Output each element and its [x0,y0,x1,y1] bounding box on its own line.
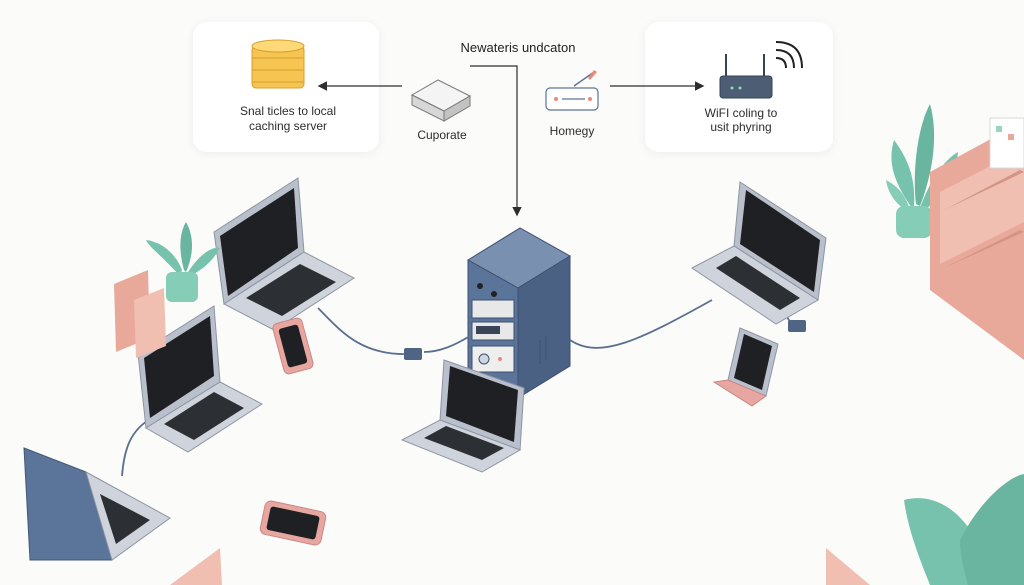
diagram-title: Newateris undcaton [460,40,576,55]
tablet-right [712,327,779,407]
cable-left [317,307,411,355]
laptop-center [400,359,525,473]
laptop-bottom-left [23,447,171,561]
bottom-decor [170,474,1024,585]
arrow-to-server [470,65,522,217]
wifi-label-line2: usit phyring [710,120,772,134]
wifi-router-icon [719,41,803,99]
top-arrows [317,65,705,217]
cable-right [569,299,713,349]
cable-left-server [423,335,471,353]
phone-center-left [272,317,314,375]
central-server [467,227,571,399]
phone-bottom [259,500,327,546]
corporate-device-icon [410,79,472,122]
caching-label-line1: Snal ticles to local [239,104,337,118]
right-drawer [930,117,1024,360]
corporate-label: Cuporate [417,128,467,142]
coin-stack-icon [251,39,305,89]
laptop-left [137,305,263,453]
homegy-device-icon [545,70,599,111]
left-plant [114,222,220,358]
wifi-label-line1: WiFI coling to [704,106,778,120]
cable-adapter-left [404,348,422,360]
laptop-right [691,181,827,325]
homegy-label: Homegy [549,124,595,138]
caching-label-line2: caching server [248,119,328,133]
laptop-top-left [213,177,355,331]
network-cables [121,299,791,477]
cable-adapter-right [788,320,806,332]
